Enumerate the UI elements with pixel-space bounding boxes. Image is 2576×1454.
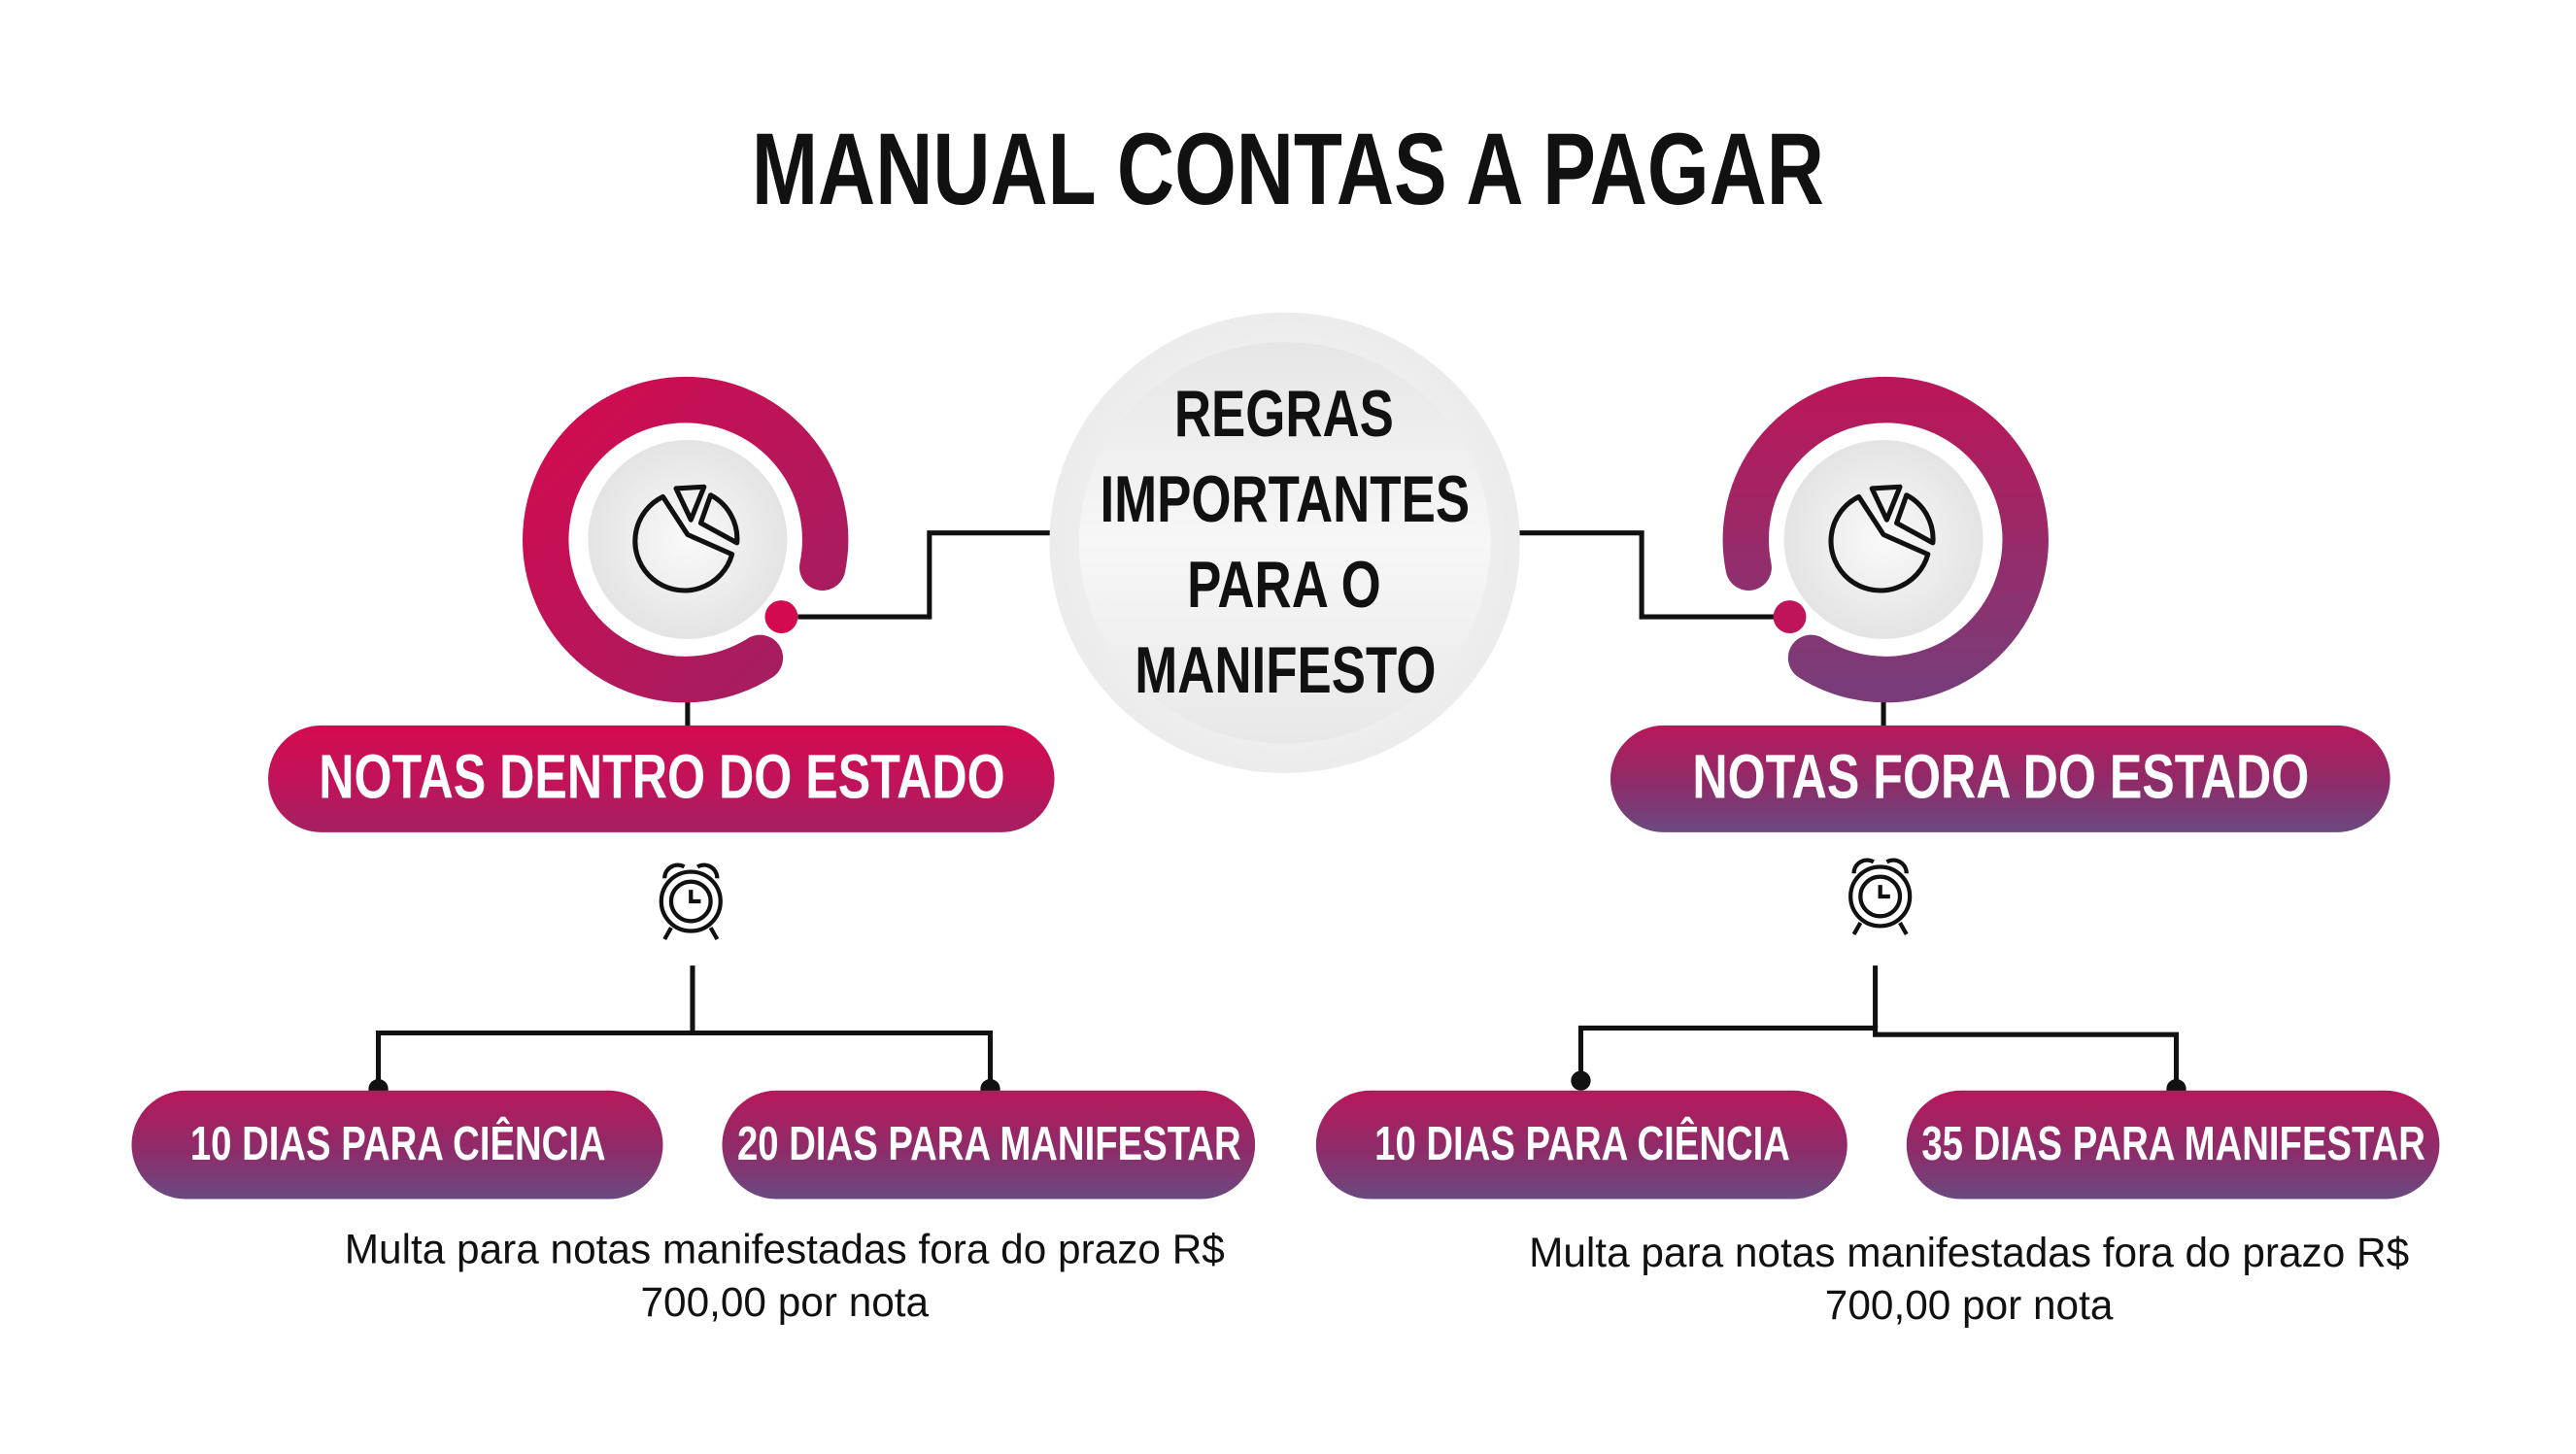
header-notas-dentro: NOTAS DENTRO DO ESTADO bbox=[268, 725, 1055, 832]
alarm-clock-icon bbox=[1848, 858, 1913, 935]
page-title-text: MANUAL CONTAS A PAGAR bbox=[751, 113, 1825, 227]
pie-chart-icon bbox=[632, 484, 740, 593]
alarm-clock-icon bbox=[659, 862, 723, 941]
note-line: 700,00 por nota bbox=[640, 1279, 930, 1326]
center-line: IMPORTANTES bbox=[1100, 463, 1470, 537]
item-label: 10 DIAS PARA CIÊNCIA bbox=[189, 1117, 605, 1170]
connector-left bbox=[797, 530, 1057, 620]
item-label: 35 DIAS PARA MANIFESTAR bbox=[1920, 1117, 2425, 1170]
right-item-manifestar: 35 DIAS PARA MANIFESTAR bbox=[1906, 1090, 2440, 1200]
header-label: NOTAS FORA DO ESTADO bbox=[1691, 743, 2309, 813]
tree-left bbox=[375, 1030, 994, 1086]
right-fine-note: Multa para notas manifestadas fora do pr… bbox=[1475, 1227, 2462, 1332]
tree-right bbox=[1577, 1025, 2180, 1086]
center-line: REGRAS bbox=[1174, 378, 1395, 452]
center-topic-circle: REGRAS IMPORTANTES PARA O MANIFESTO bbox=[1049, 312, 1520, 773]
left-fine-note: Multa para notas manifestadas fora do pr… bbox=[291, 1224, 1278, 1329]
connector-right bbox=[1513, 530, 1777, 620]
header-notas-fora: NOTAS FORA DO ESTADO bbox=[1610, 725, 2390, 832]
note-line: Multa para notas manifestadas fora do pr… bbox=[344, 1227, 1225, 1273]
ring-right bbox=[1722, 377, 2049, 703]
pie-chart-icon bbox=[1828, 484, 1936, 593]
header-label: NOTAS DENTRO DO ESTADO bbox=[318, 743, 1005, 813]
center-line: PARA O bbox=[1187, 549, 1382, 623]
left-item-manifestar: 20 DIAS PARA MANIFESTAR bbox=[722, 1090, 1256, 1200]
left-item-ciencia: 10 DIAS PARA CIÊNCIA bbox=[131, 1090, 663, 1200]
note-line: Multa para notas manifestadas fora do pr… bbox=[1529, 1230, 2410, 1277]
center-line: MANIFESTO bbox=[1134, 634, 1436, 708]
ring-left bbox=[523, 377, 849, 703]
right-item-ciencia: 10 DIAS PARA CIÊNCIA bbox=[1315, 1090, 1847, 1200]
page-title: MANUAL CONTAS A PAGAR bbox=[0, 112, 2576, 228]
item-label: 10 DIAS PARA CIÊNCIA bbox=[1373, 1117, 1790, 1170]
note-line: 700,00 por nota bbox=[1824, 1282, 2114, 1330]
item-label: 20 DIAS PARA MANIFESTAR bbox=[736, 1117, 1241, 1170]
